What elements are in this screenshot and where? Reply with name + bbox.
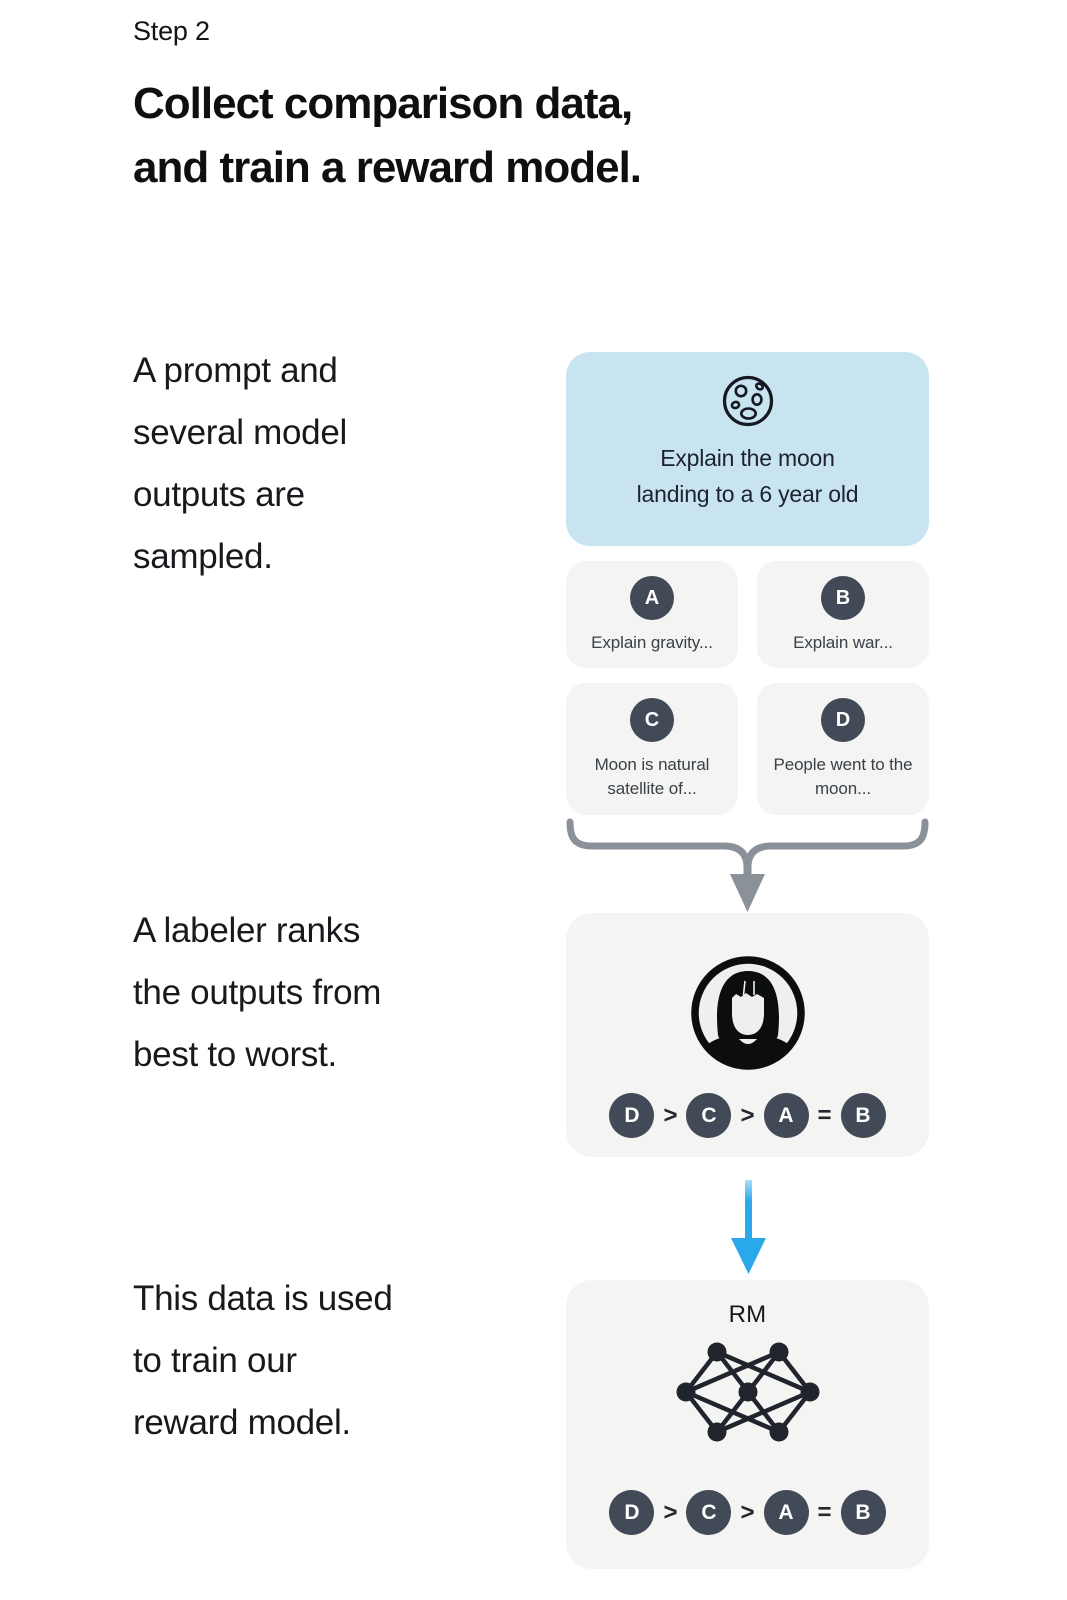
- down-arrow-icon: [731, 1180, 766, 1274]
- labeler-panel: D > C > A = B: [566, 913, 929, 1157]
- rank-badge-b: B: [840, 1490, 886, 1535]
- page-title-line1: Collect comparison data,: [133, 79, 633, 128]
- output-card-b: B Explain war...: [757, 561, 929, 668]
- caption-prompt-sampled: A prompt and several model outputs are s…: [133, 351, 347, 576]
- rank-badge-c: C: [686, 1093, 732, 1138]
- output-badge-d: D: [821, 698, 865, 742]
- rank-badge-c: C: [686, 1490, 732, 1535]
- prompt-text: Explain the moon landing to a 6 year old: [636, 445, 859, 507]
- moon-icon: [722, 375, 773, 427]
- output-text-c: Moon is natural satellite of...: [594, 755, 710, 798]
- rank-badge-d: D: [609, 1093, 655, 1138]
- output-badge-c: C: [630, 698, 674, 742]
- rank-op-gt: >: [740, 1101, 755, 1129]
- brace-funnel-arrow-icon: [566, 818, 929, 912]
- output-text-a: Explain gravity...: [591, 633, 713, 652]
- reward-model-panel: RM D > C > A = B: [566, 1280, 929, 1569]
- rank-op-gt: >: [663, 1498, 678, 1526]
- rank-op-gt: >: [663, 1101, 678, 1129]
- step-label: Step 2: [133, 16, 210, 46]
- output-card-c: C Moon is natural satellite of...: [566, 683, 738, 815]
- output-badge-a: A: [630, 576, 674, 620]
- rank-badge-b: B: [840, 1093, 886, 1138]
- output-text-b: Explain war...: [793, 633, 893, 652]
- prompt-card: Explain the moon landing to a 6 year old: [566, 352, 929, 546]
- reward-model-label: RM: [728, 1301, 767, 1328]
- rank-op-gt: >: [740, 1498, 755, 1526]
- output-card-a: A Explain gravity...: [566, 561, 738, 668]
- rank-badge-a: A: [763, 1093, 809, 1138]
- page-title-line2: and train a reward model.: [133, 143, 642, 192]
- labeler-avatar-icon: [690, 956, 805, 1070]
- rank-op-eq: =: [817, 1498, 832, 1526]
- rank-badge-d: D: [609, 1490, 655, 1535]
- rm-ranking: D > C > A = B: [609, 1490, 886, 1535]
- rank-op-eq: =: [817, 1101, 832, 1129]
- labeler-ranking: D > C > A = B: [609, 1093, 886, 1138]
- output-text-d: People went to the moon...: [773, 755, 913, 798]
- output-badge-b: B: [821, 576, 865, 620]
- caption-labeler-ranks: A labeler ranks the outputs from best to…: [133, 911, 382, 1074]
- output-card-d: D People went to the moon...: [757, 683, 929, 815]
- page-title: Collect comparison data, and train a rew…: [133, 72, 642, 200]
- caption-train-reward-model: This data is used to train our reward mo…: [133, 1279, 393, 1442]
- rank-badge-a: A: [763, 1490, 809, 1535]
- neural-network-icon: [676, 1342, 819, 1442]
